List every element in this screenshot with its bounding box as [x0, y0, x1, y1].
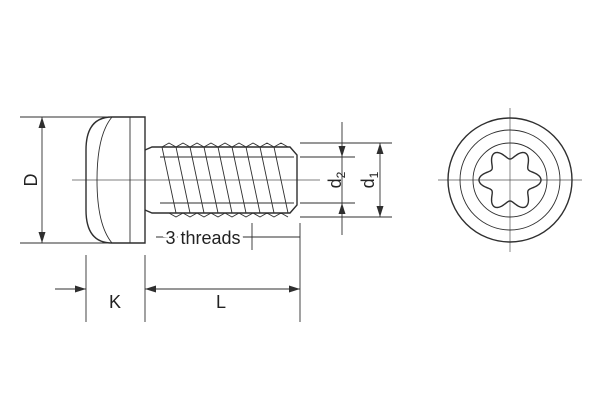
label-d2-base: d [325, 178, 345, 188]
dimension-d1: d1 [300, 142, 392, 218]
screw-head [85, 116, 146, 244]
torx-lobe-outline [478, 151, 542, 209]
label-K: K [109, 292, 121, 312]
dimension-D: D [20, 116, 110, 244]
torx-six-lobe-recess-icon [478, 151, 542, 209]
label-D: D [21, 174, 41, 187]
dimension-d2: d2 [300, 122, 355, 235]
label-d2: d2 [325, 171, 348, 188]
recess-circle [472, 142, 548, 218]
screw-shank [144, 146, 298, 214]
head-inner-curve [96, 116, 113, 244]
threads-note: 3 threads [156, 223, 300, 251]
label-d1-sub: 1 [367, 171, 381, 178]
dimension-K-L: K L [55, 223, 301, 322]
screw-side-view [72, 116, 320, 244]
screw-front-view [438, 108, 582, 252]
label-d2-sub: 2 [334, 171, 348, 178]
label-d1-base: d [358, 178, 378, 188]
label-d1: d1 [358, 171, 381, 188]
label-3-threads: 3 threads [165, 228, 240, 248]
head-outer-circle [447, 117, 573, 243]
head-inner-circle [459, 129, 561, 231]
label-L: L [216, 292, 226, 312]
thread-lines [161, 142, 289, 218]
